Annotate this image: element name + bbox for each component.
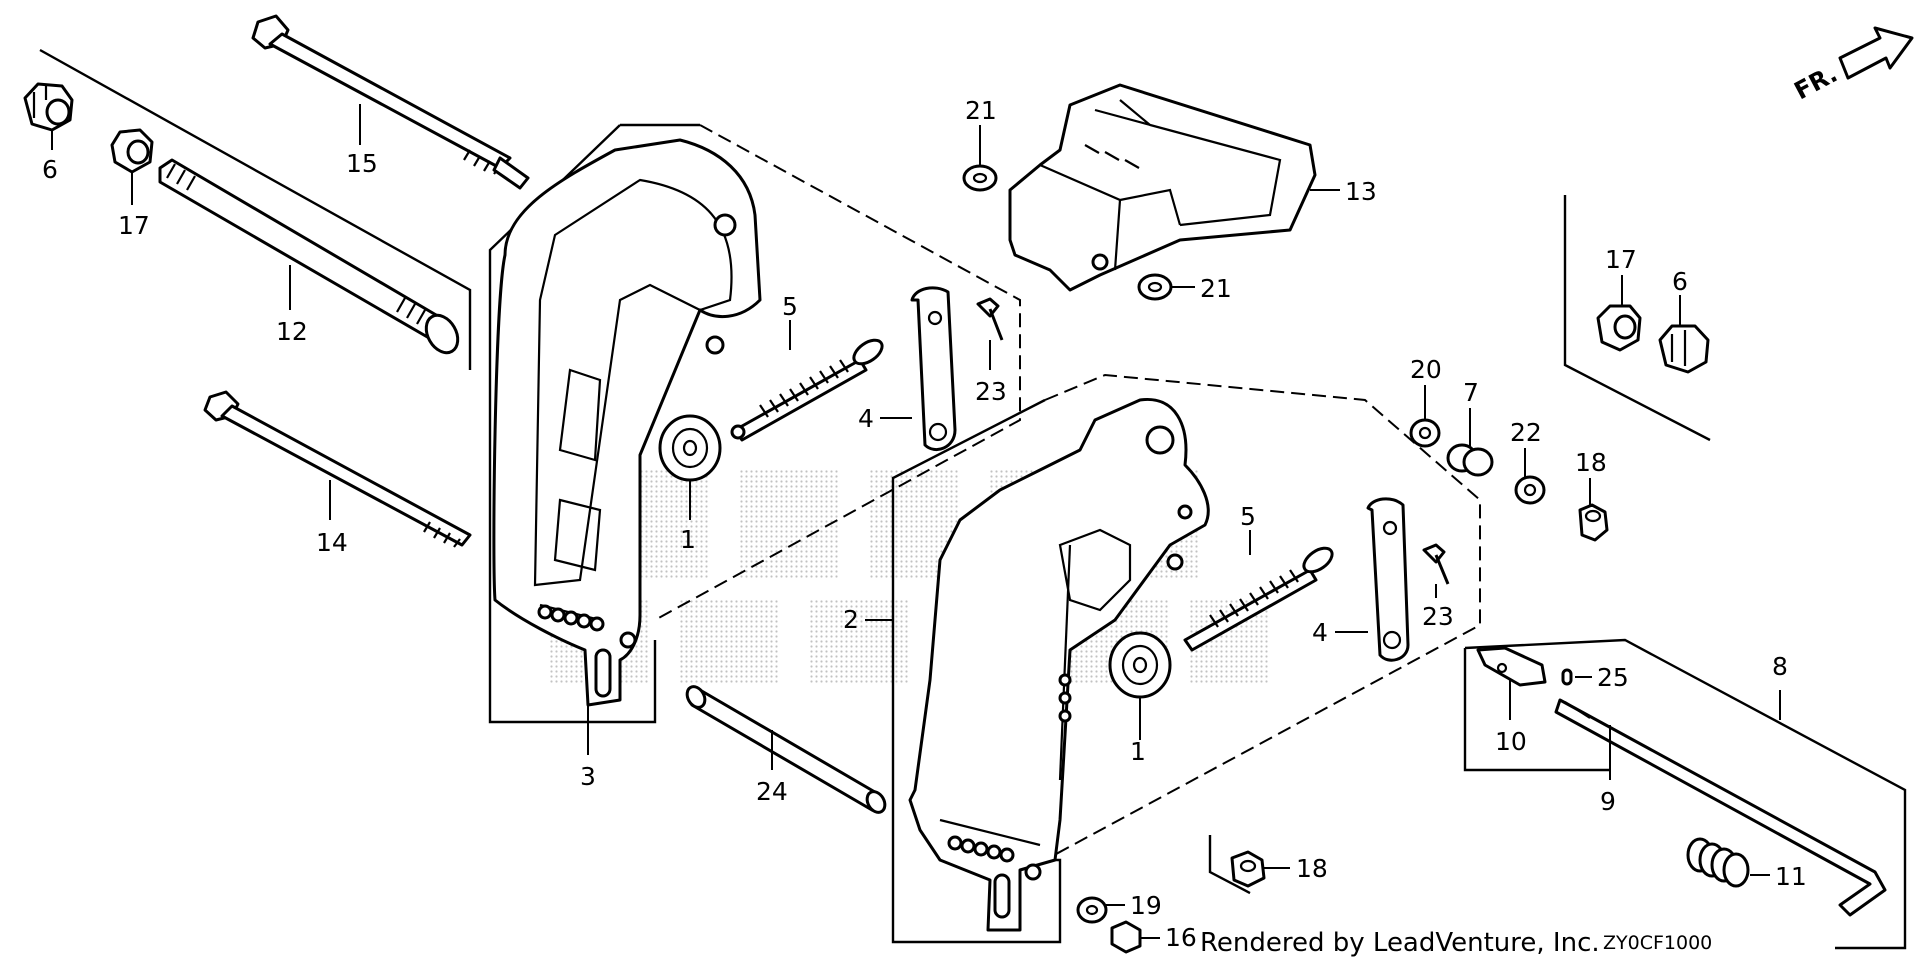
pin-24 (685, 685, 887, 814)
washer-21-top (962, 164, 998, 192)
callout-24: 24 (756, 777, 788, 806)
divider-line-left (39, 48, 472, 370)
callout-5: 5 (782, 292, 798, 321)
bolt-15 (251, 14, 530, 190)
nut-16 (1110, 920, 1142, 954)
lever-tab-10 (1476, 646, 1547, 687)
friction-plate-1-right (1108, 631, 1172, 699)
callout-25: 25 (1597, 663, 1629, 692)
group-outline-right-bracket (891, 398, 1062, 944)
group-outline-left-dashed (654, 124, 1021, 621)
callout-18: 18 (1575, 448, 1607, 477)
callout-1: 1 (1130, 737, 1146, 766)
pin-25 (1561, 668, 1573, 686)
spring-washer-7 (1446, 443, 1494, 477)
callout-16: 16 (1165, 923, 1197, 952)
callout-6: 6 (42, 155, 58, 184)
divider-line-right (1563, 195, 1711, 442)
callout-15: 15 (346, 149, 378, 178)
callout-1: 1 (680, 525, 696, 554)
leader-lines (51, 104, 1781, 939)
callout-labels: 6 17 15 12 14 3 24 1 1 2 5 5 4 4 21 21 1… (42, 96, 1807, 952)
callout-8: 8 (1772, 652, 1788, 681)
washer-22 (1514, 475, 1546, 505)
adjuster-rod-5-right (1183, 546, 1334, 652)
screw-23-right (1422, 543, 1450, 585)
group-outline-lever (1463, 638, 1907, 950)
callout-13: 13 (1345, 177, 1377, 206)
clamp-bracket-3 (492, 138, 762, 707)
callout-22: 22 (1510, 418, 1542, 447)
link-plate-4-right (1366, 497, 1410, 662)
callout-23: 23 (1422, 602, 1454, 631)
callout-12: 12 (276, 317, 308, 346)
callout-17: 17 (1605, 245, 1637, 274)
callout-10: 10 (1495, 727, 1527, 756)
lever-rod-9 (1554, 698, 1887, 917)
handle-13 (1008, 83, 1317, 292)
callout-20: 20 (1410, 355, 1442, 384)
callout-11: 11 (1775, 862, 1807, 891)
washer-20 (1409, 418, 1441, 448)
screw-23-left (976, 297, 1004, 341)
bolt-14 (203, 390, 472, 548)
callout-23: 23 (975, 377, 1007, 406)
hex-nut-17-left (110, 128, 154, 174)
hex-nut-17-right (1596, 304, 1642, 352)
front-direction-arrow: FR. (1790, 26, 1914, 106)
callout-4: 4 (1312, 618, 1328, 647)
pipe-12 (158, 158, 460, 355)
callout-21: 21 (965, 96, 997, 125)
nut-18-bottom (1230, 850, 1266, 888)
callout-17: 17 (118, 211, 150, 240)
callout-9: 9 (1600, 787, 1616, 816)
callout-4: 4 (858, 404, 874, 433)
front-direction-label: FR. (1790, 60, 1842, 106)
castle-nut-6-left (23, 82, 74, 132)
footer-credit: Rendered by LeadVenture, Inc. (1200, 928, 1600, 958)
callout-5: 5 (1240, 502, 1256, 531)
link-plate-4-left (910, 286, 957, 451)
nut-18-top (1578, 503, 1609, 542)
washer-21-bottom (1137, 273, 1173, 301)
washer-19 (1076, 896, 1108, 924)
group-outline-right-dashed (1044, 373, 1481, 861)
spring-11 (1686, 837, 1750, 888)
callout-18: 18 (1296, 854, 1328, 883)
clamp-bracket-2 (908, 397, 1210, 932)
callout-3: 3 (580, 762, 596, 791)
callout-6: 6 (1672, 267, 1688, 296)
adjuster-rod-5-left (730, 338, 884, 442)
divider-line-nut18 (1208, 835, 1251, 895)
castle-nut-6-right (1658, 324, 1710, 374)
callout-2: 2 (843, 605, 859, 634)
callout-19: 19 (1130, 891, 1162, 920)
callout-7: 7 (1463, 378, 1479, 407)
callout-14: 14 (316, 528, 348, 557)
callout-21: 21 (1200, 274, 1232, 303)
friction-plate-1-left (658, 414, 722, 482)
diagram-code: ZY0CF1000 (1603, 932, 1712, 954)
